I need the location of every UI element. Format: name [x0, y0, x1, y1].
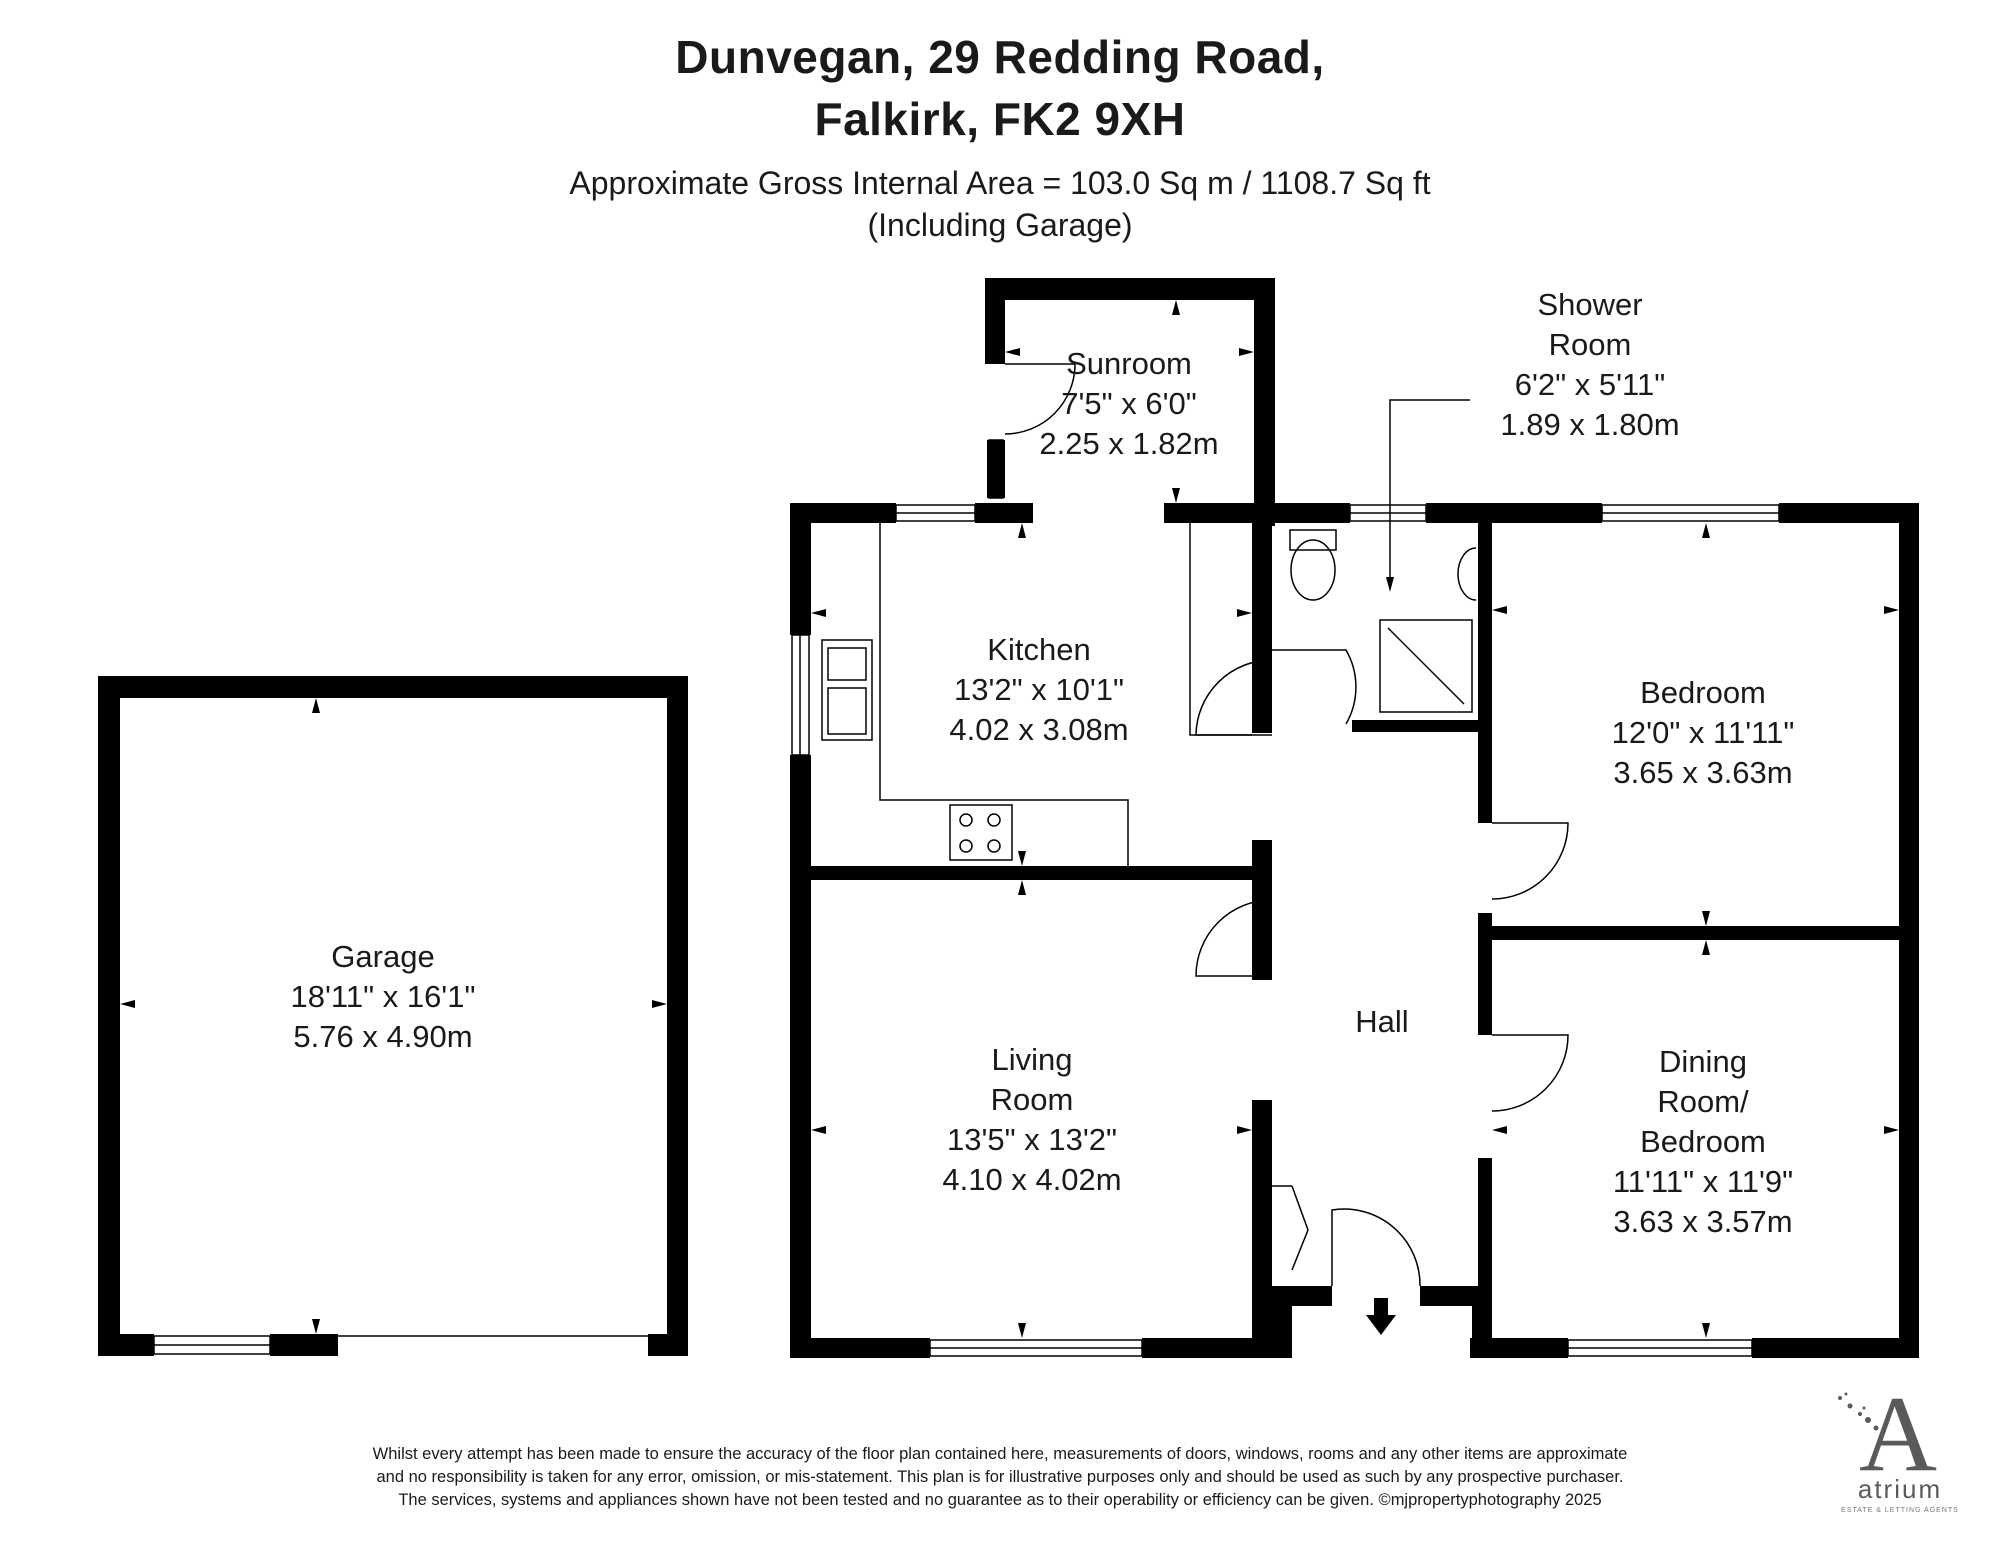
- bedroom-metric: 3.65 x 3.63m: [1613, 755, 1792, 790]
- disclaimer-line-1: Whilst every attempt has been made to en…: [372, 1445, 1628, 1463]
- living-name-1: Living: [992, 1042, 1073, 1077]
- sunroom-metric: 2.25 x 1.82m: [1039, 426, 1218, 461]
- dining-metric: 3.63 x 3.57m: [1613, 1204, 1792, 1239]
- kitchen-name: Kitchen: [987, 632, 1090, 667]
- area-note: (Including Garage): [867, 207, 1133, 243]
- room-labels: Garage 18'11" x 16'1" 5.76 x 4.90m Sunro…: [291, 287, 1795, 1239]
- dining-name-3: Bedroom: [1640, 1124, 1766, 1159]
- house-walls: [790, 278, 1919, 1358]
- kitchen-metric: 4.02 x 3.08m: [949, 712, 1128, 747]
- garage-metric: 5.76 x 4.90m: [293, 1019, 472, 1054]
- logo-letter-icon: A: [1859, 1375, 1937, 1494]
- garage-walls: [98, 676, 688, 1356]
- address-line-1: Dunvegan, 29 Redding Road,: [675, 31, 1325, 83]
- living-metric: 4.10 x 4.02m: [942, 1162, 1121, 1197]
- bedroom-imperial: 12'0" x 11'11": [1612, 715, 1795, 750]
- bedroom-name: Bedroom: [1640, 675, 1766, 710]
- logo-leaves-icon: [1838, 1392, 1884, 1436]
- kitchen-fittings: [821, 523, 1252, 866]
- hall-name: Hall: [1355, 1004, 1408, 1039]
- logo-word: atrium: [1858, 1474, 1942, 1504]
- dimension-arrows: [120, 300, 1899, 1338]
- garage-name: Garage: [331, 939, 434, 974]
- living-imperial: 13'5" x 13'2": [947, 1122, 1117, 1157]
- shower-imperial: 6'2" x 5'11": [1515, 367, 1665, 402]
- garage-imperial: 18'11" x 16'1": [291, 979, 476, 1014]
- dining-name-1: Dining: [1659, 1044, 1747, 1079]
- living-name-2: Room: [991, 1082, 1074, 1117]
- header: Dunvegan, 29 Redding Road,: [0, 30, 2000, 84]
- sunroom-imperial: 7'5" x 6'0": [1061, 386, 1197, 421]
- area-line: Approximate Gross Internal Area = 103.0 …: [569, 165, 1431, 201]
- dining-name-2: Room/: [1657, 1084, 1749, 1119]
- shower-metric: 1.89 x 1.80m: [1500, 407, 1679, 442]
- shower-name-1: Shower: [1537, 287, 1642, 322]
- garage-window: [153, 1335, 648, 1355]
- doors: [1004, 363, 1569, 1287]
- header-2: Falkirk, FK2 9XH: [0, 92, 2000, 146]
- shower-name-2: Room: [1549, 327, 1632, 362]
- kitchen-imperial: 13'2" x 10'1": [954, 672, 1124, 707]
- address-line-2: Falkirk, FK2 9XH: [814, 93, 1186, 145]
- header-3: Approximate Gross Internal Area = 103.0 …: [0, 165, 2000, 202]
- windows: [791, 279, 1780, 1357]
- disclaimer-line-3: The services, systems and appliances sho…: [398, 1491, 1602, 1509]
- atrium-logo: A atrium ESTATE & LETTING AGENTS: [1838, 1375, 1959, 1514]
- disclaimer-line-2: and no responsibility is taken for any e…: [376, 1468, 1624, 1486]
- sunroom-name: Sunroom: [1066, 346, 1192, 381]
- bathroom-fittings: [1289, 529, 1477, 713]
- dining-imperial: 11'11" x 11'9": [1613, 1164, 1793, 1199]
- shower-leader-line: [1389, 399, 1470, 580]
- header-4: (Including Garage): [0, 207, 2000, 244]
- logo-tagline: ESTATE & LETTING AGENTS: [1841, 1507, 1959, 1514]
- svg-text:A: A: [1859, 1375, 1937, 1494]
